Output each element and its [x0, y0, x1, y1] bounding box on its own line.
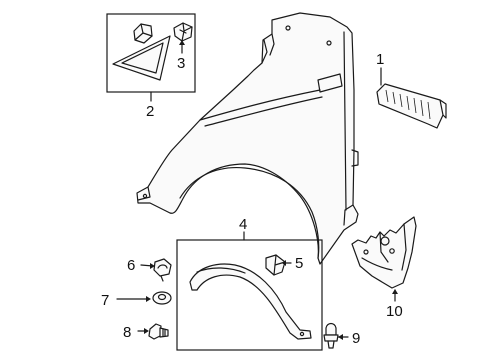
leader-arrow-7 — [146, 296, 151, 302]
bolt-part — [153, 258, 172, 282]
leader-arrow-8 — [144, 328, 149, 334]
callout-label-3: 3 — [177, 55, 185, 72]
fender-seal-part — [112, 35, 171, 81]
wheel-arch-moulding-part — [189, 263, 312, 340]
callout-label-1: 1 — [376, 51, 384, 68]
leader-arrow-3 — [179, 40, 185, 45]
retainer-clip-part — [173, 22, 193, 42]
leader-arrow-5 — [282, 260, 286, 266]
push-clip-part — [133, 23, 153, 44]
grommet-part — [152, 291, 172, 305]
callout-label-9: 9 — [352, 330, 360, 347]
side-vent-part — [376, 83, 447, 129]
callout-label-10: 10 — [386, 303, 403, 320]
callout-label-4: 4 — [239, 216, 247, 233]
fender-panel — [136, 12, 359, 265]
callout-label-8: 8 — [123, 324, 131, 341]
leader-arrow-9 — [338, 334, 343, 340]
mud-flap-part — [351, 216, 417, 289]
callout-label-6: 6 — [127, 257, 135, 274]
callout-label-2: 2 — [146, 103, 154, 120]
leader-arrow-10 — [392, 289, 398, 294]
callout-label-7: 7 — [101, 292, 109, 309]
moulding-clip-part — [265, 254, 286, 276]
part-4-group-box — [176, 239, 323, 351]
leader-arrow-6 — [150, 263, 155, 269]
push-pin-part — [323, 322, 339, 349]
screw-part — [148, 323, 169, 340]
callout-label-5: 5 — [295, 255, 303, 272]
